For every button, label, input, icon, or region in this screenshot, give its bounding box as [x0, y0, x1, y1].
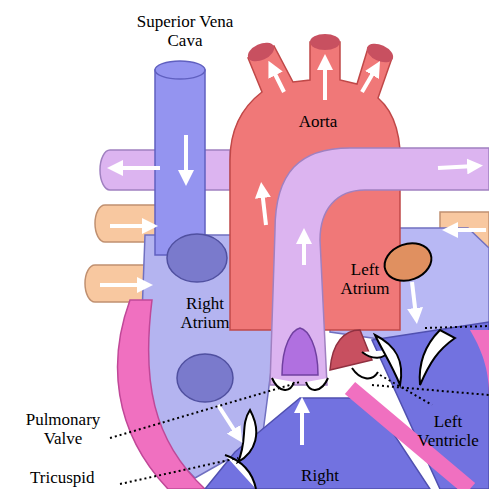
vessel-label: Superior Vena Cava: [130, 12, 240, 50]
chamber-label: Right Atrium: [170, 294, 240, 332]
aortic-valve: [330, 330, 372, 370]
pulmonary-trunk: [270, 148, 489, 385]
vessel-opening: [167, 234, 227, 282]
chamber-label: Left Ventricle: [410, 412, 486, 450]
heart-wall: [470, 330, 489, 395]
chamber-label: Right: [280, 466, 360, 485]
artery-opening: [364, 40, 396, 66]
vena-cava-top: [155, 61, 205, 79]
vena-cava: [155, 70, 205, 255]
mitral-valve: [375, 330, 455, 385]
leader-lines: [110, 326, 489, 484]
valve-label: Tricuspid: [30, 468, 120, 487]
flow-arrows: [100, 62, 486, 445]
pulmonary-valve: [282, 328, 318, 375]
valve-cusp: [272, 378, 328, 390]
artery-opening: [245, 39, 277, 65]
artery-opening: [310, 34, 340, 50]
right-ventricle: [205, 398, 430, 489]
vessel-opening: [177, 354, 233, 402]
chamber-label: Left Atrium: [335, 260, 395, 298]
vessel-label: Aorta: [288, 112, 348, 131]
valve-label: Pulmonary Valve: [18, 410, 108, 448]
